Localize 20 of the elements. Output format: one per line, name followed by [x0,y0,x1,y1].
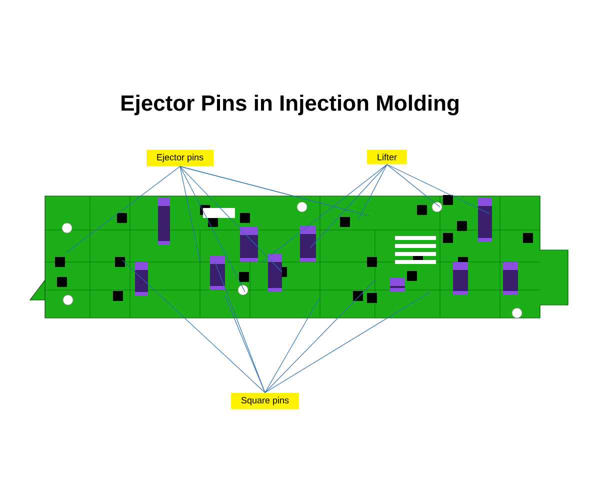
leader-line [66,166,180,252]
callout-label: Square pins [231,392,300,410]
leader-line [264,280,376,393]
leader-line [180,166,200,262]
leader-line [386,164,440,208]
leader-line [180,166,282,272]
leader-line [180,166,246,292]
leader-line [180,166,356,212]
title: Ejector Pins in Injection Molding [122,94,458,116]
leader-line [262,164,388,262]
leader-line [224,296,266,393]
leader-line [122,260,266,393]
leader-line [386,164,490,214]
leader-line [310,164,388,248]
leader-line [264,296,320,393]
leader-line [264,292,430,393]
leader-line [358,164,388,220]
callout-label: Ejector pins [146,150,214,166]
callout-label: Lifter [367,150,407,164]
leader-line [214,262,266,393]
